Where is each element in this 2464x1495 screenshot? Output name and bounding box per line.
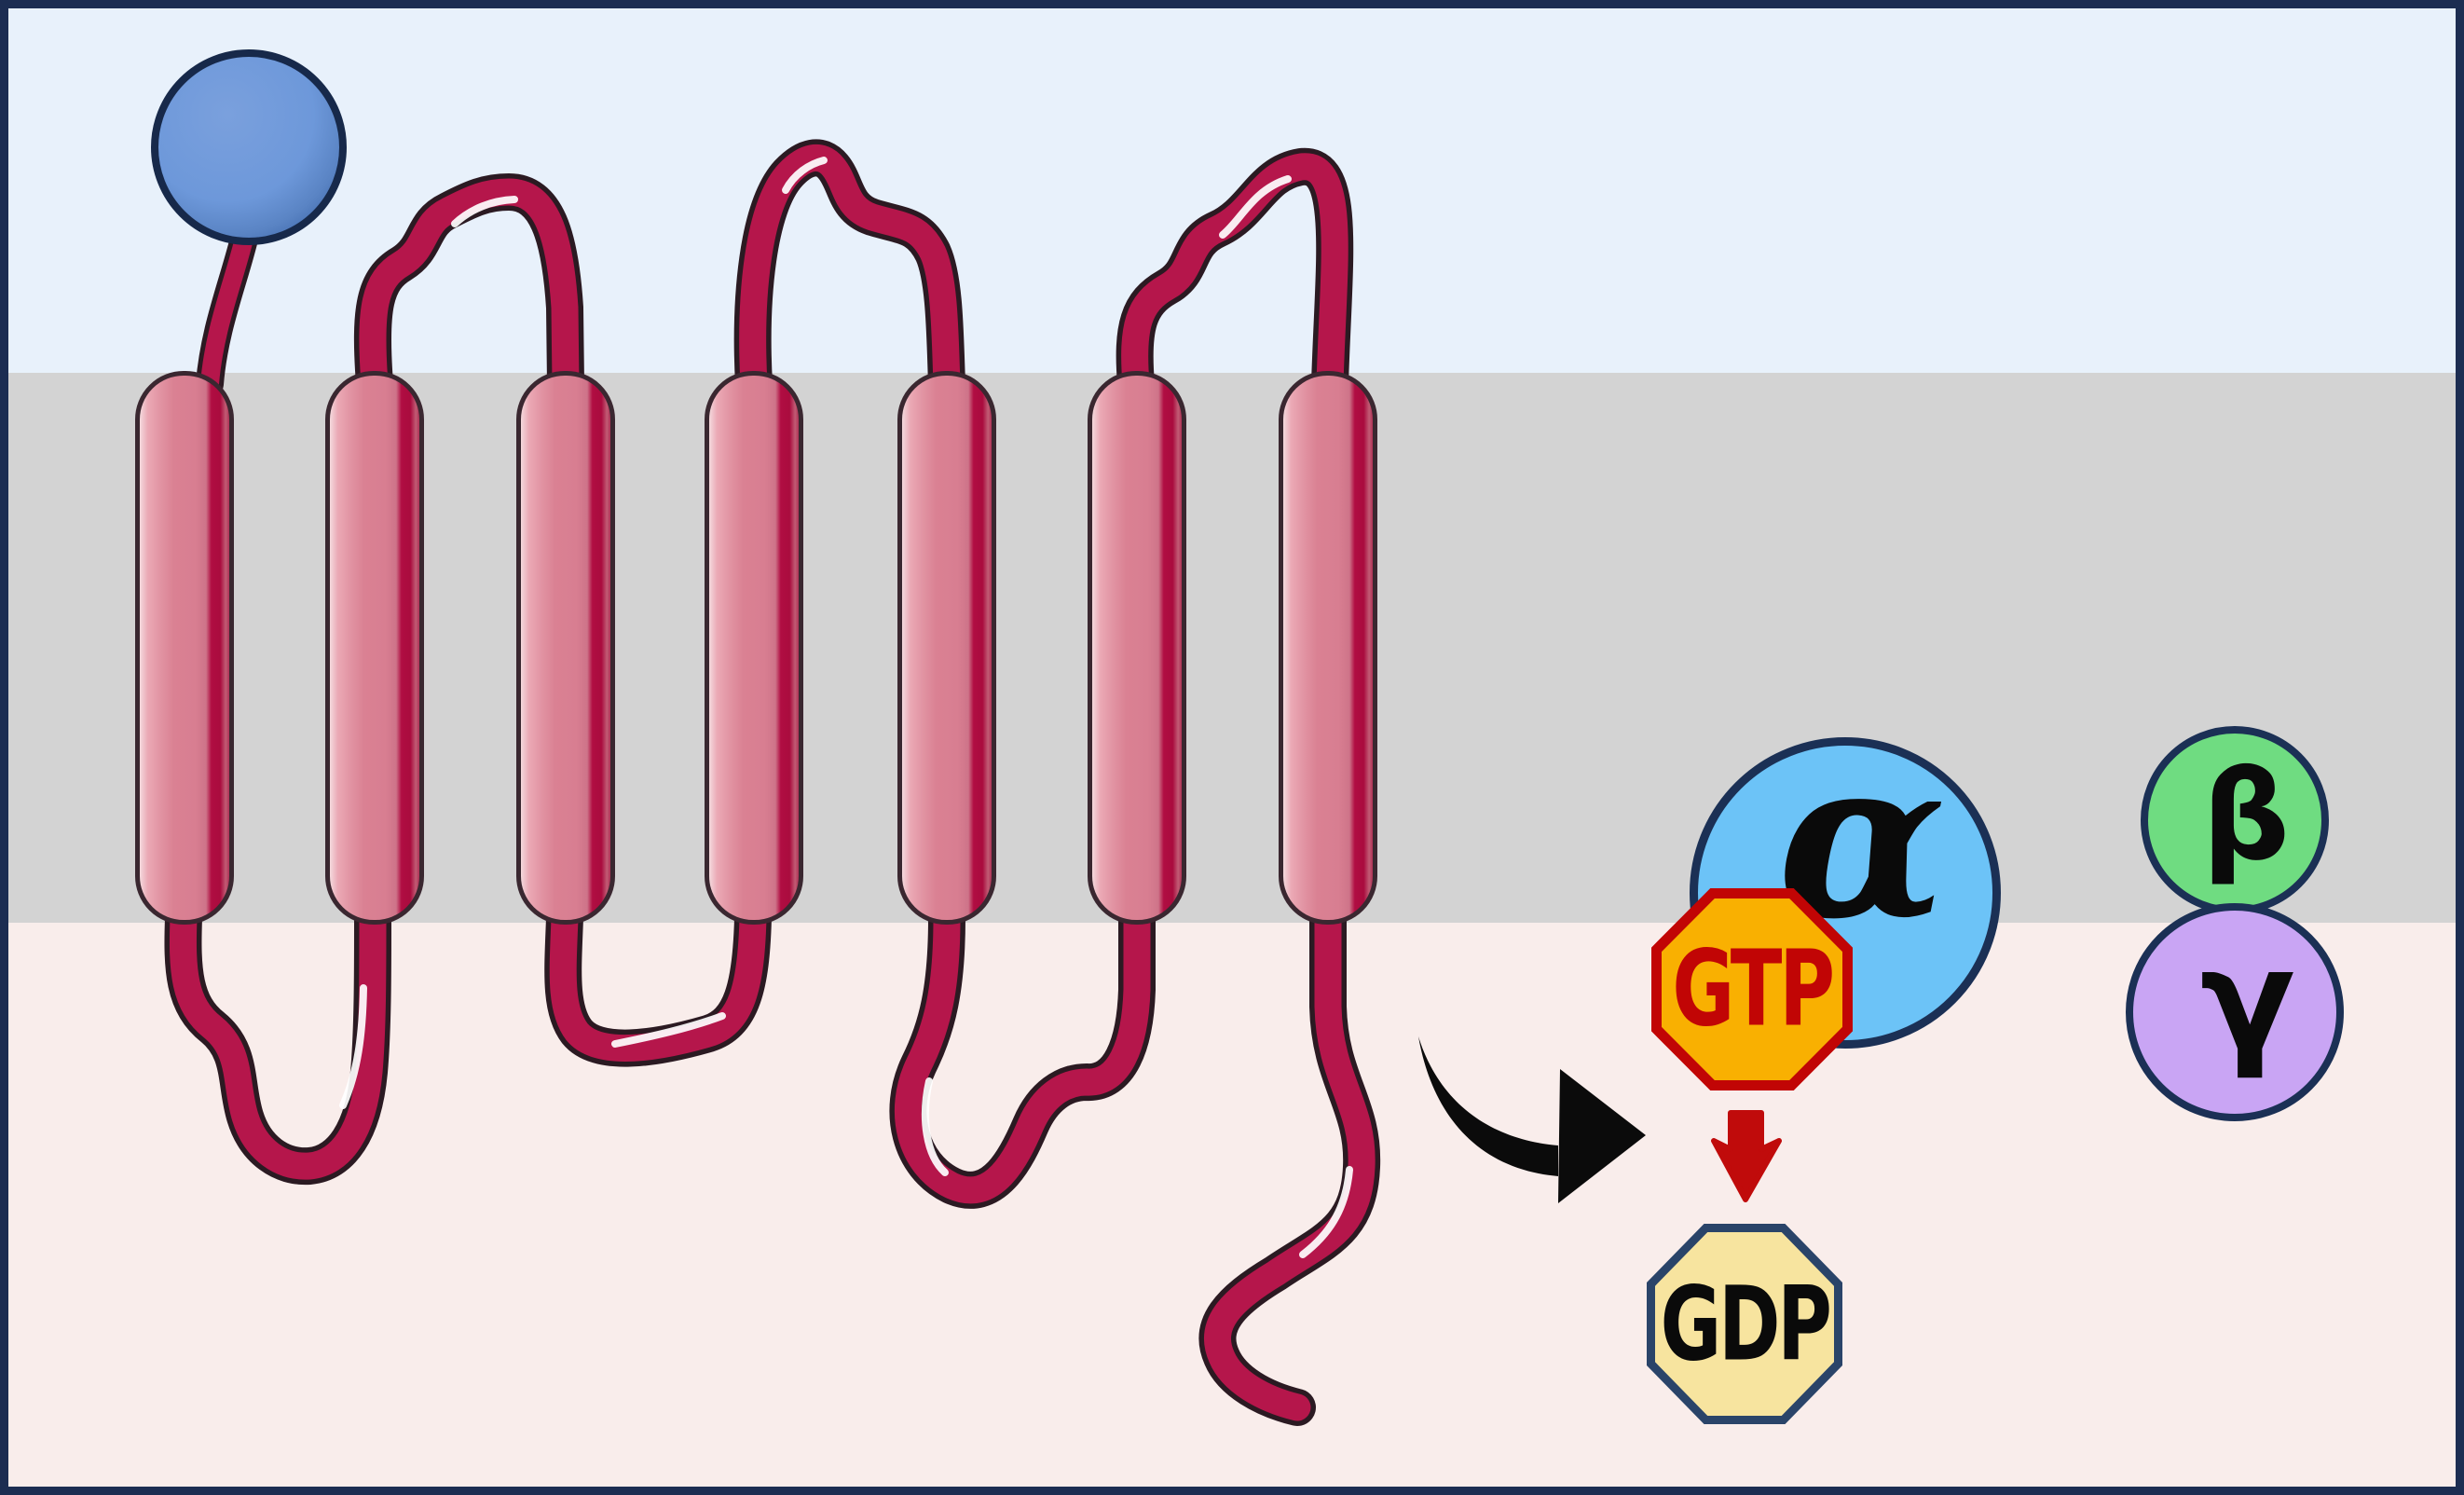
tm-helix-2 [325, 371, 424, 925]
ligand-circle [151, 49, 347, 245]
gtp-octagon-fill: GTP [1662, 898, 1842, 1080]
gdp-octagon-fill: GDP [1655, 1232, 1834, 1416]
gdp-octagon: GDP [1647, 1224, 1842, 1424]
g-gamma-label: γ [2199, 920, 2296, 1082]
tm-helix-1 [135, 371, 234, 925]
g-beta-subunit: β [2141, 726, 2329, 914]
tm-helix-4 [705, 371, 803, 925]
cytoplasm [0, 923, 2464, 1495]
tm-helix-5 [897, 371, 996, 925]
tm-helix-6 [1088, 371, 1186, 925]
g-gamma-subunit: γ [2126, 903, 2344, 1121]
tm-helix-3 [516, 371, 615, 925]
gdp-label: GDP [1660, 1263, 1831, 1384]
gtp-label: GTP [1672, 927, 1835, 1050]
g-beta-label: β [2201, 745, 2291, 888]
extracellular-space [0, 0, 2464, 373]
gtp-octagon: GTP [1651, 888, 1853, 1090]
tm-helix-7 [1279, 371, 1377, 925]
